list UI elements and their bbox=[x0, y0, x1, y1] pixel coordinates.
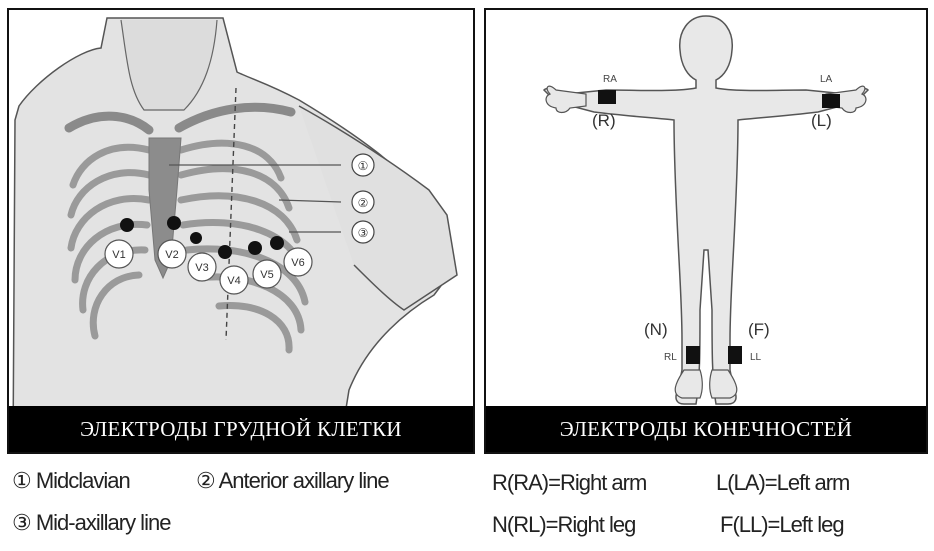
electrode-label-v1-text: V1 bbox=[112, 249, 125, 261]
right-foot bbox=[675, 370, 702, 398]
label-la: LA bbox=[820, 74, 833, 85]
electrode-la bbox=[822, 94, 840, 108]
electrode-label-v1: V1 bbox=[105, 240, 133, 268]
label-ll: LL bbox=[750, 352, 762, 363]
legend-anterior-axillary: ② Anterior axillary line bbox=[196, 468, 389, 494]
electrode-label-v6: V6 bbox=[284, 248, 312, 276]
electrode-label-v5-text: V5 bbox=[260, 269, 273, 281]
line-marker-1-text: ① bbox=[358, 159, 369, 173]
chest-electrodes-panel: ① ② ③ V1 V2 V3 bbox=[7, 8, 475, 454]
body-illustration: RA (R) LA (L) (N) RL (F) LL bbox=[486, 10, 926, 452]
chest-illustration: ① ② ③ V1 V2 V3 bbox=[9, 10, 473, 452]
electrode-dot-v4 bbox=[218, 245, 232, 259]
label-rl: RL bbox=[664, 352, 677, 363]
electrode-dot-v2 bbox=[167, 216, 181, 230]
limb-panel-caption: ЭЛЕКТРОДЫ КОНЕЧНОСТЕЙ bbox=[486, 406, 926, 452]
label-ra: RA bbox=[603, 74, 617, 85]
electrode-dot-v1 bbox=[120, 218, 134, 232]
electrode-dot-v3 bbox=[190, 232, 202, 244]
electrode-label-v2-text: V2 bbox=[165, 249, 178, 261]
electrode-label-v6-text: V6 bbox=[291, 257, 304, 269]
electrode-label-v3-text: V3 bbox=[195, 262, 208, 274]
label-r: (R) bbox=[592, 111, 616, 130]
electrode-rl bbox=[686, 346, 700, 364]
electrode-dot-v5 bbox=[248, 241, 262, 255]
label-f: (F) bbox=[748, 320, 770, 339]
electrode-label-v2: V2 bbox=[158, 240, 186, 268]
line-marker-3-text: ③ bbox=[358, 226, 369, 240]
label-l: (L) bbox=[811, 111, 832, 130]
label-n: (N) bbox=[644, 320, 668, 339]
electrode-label-v3: V3 bbox=[188, 253, 216, 281]
line-marker-2-text: ② bbox=[358, 196, 369, 210]
electrode-label-v5: V5 bbox=[253, 260, 281, 288]
limb-electrodes-panel: RA (R) LA (L) (N) RL (F) LL ЭЛЕКТРОДЫ КО… bbox=[484, 8, 928, 454]
legend-left-arm: L(LA)=Left arm bbox=[716, 470, 849, 496]
electrode-dot-v6 bbox=[270, 236, 284, 250]
line-marker-2: ② bbox=[352, 191, 374, 213]
electrode-label-v4-text: V4 bbox=[227, 275, 240, 287]
legend-midclavian: ① Midclavian bbox=[12, 468, 130, 494]
legend-right-leg: N(RL)=Right leg bbox=[492, 512, 635, 538]
electrode-ra bbox=[598, 90, 616, 104]
left-foot bbox=[710, 370, 737, 398]
legend-mid-axillary: ③ Mid-axillary line bbox=[12, 510, 170, 536]
legend-left-leg: F(LL)=Left leg bbox=[720, 512, 844, 538]
line-marker-3: ③ bbox=[352, 221, 374, 243]
chest-panel-caption: ЭЛЕКТРОДЫ ГРУДНОЙ КЛЕТКИ bbox=[9, 406, 473, 452]
electrode-label-v4: V4 bbox=[220, 266, 248, 294]
line-marker-1: ① bbox=[352, 154, 374, 176]
electrode-ll bbox=[728, 346, 742, 364]
legend-right-arm: R(RA)=Right arm bbox=[492, 470, 646, 496]
